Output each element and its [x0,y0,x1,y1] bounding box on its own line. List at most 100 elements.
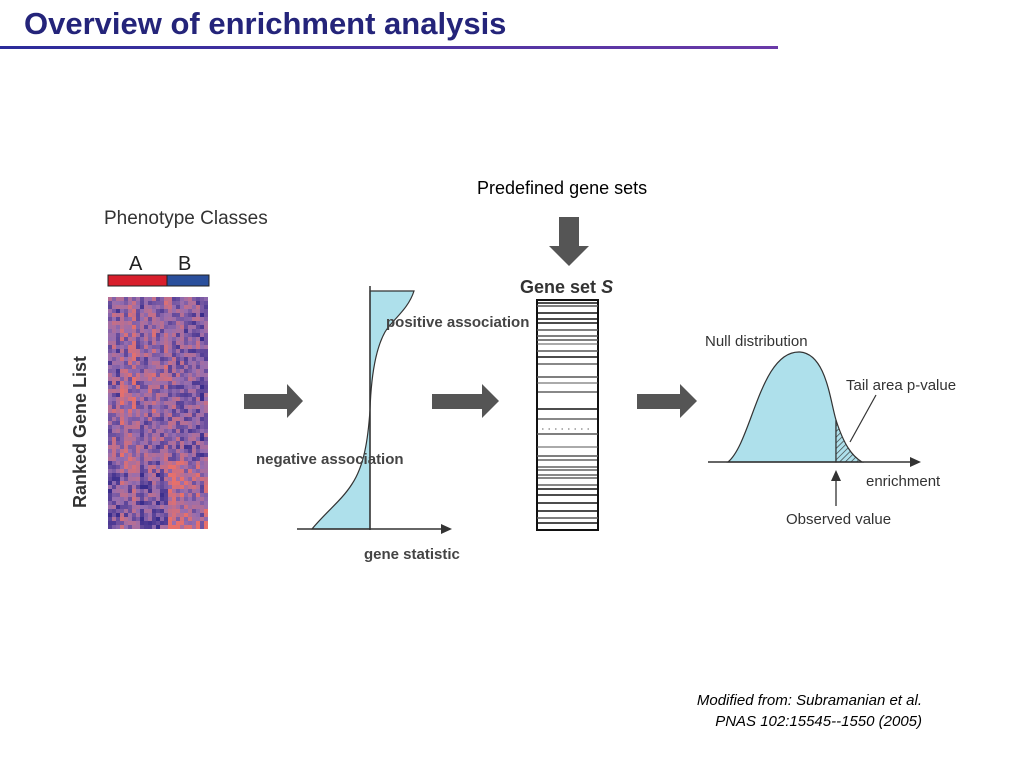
heatmap-cell [188,397,192,401]
heatmap-cell [180,505,184,509]
heatmap-cell [132,397,136,401]
heatmap-cell [192,321,196,325]
heatmap-cell [168,421,172,425]
heatmap-cell [184,509,188,513]
heatmap-cell [196,329,200,333]
heatmap-cell [132,393,136,397]
heatmap-cell [200,477,204,481]
heatmap-cell [200,441,204,445]
heatmap-cell [136,393,140,397]
heatmap-cell [116,305,120,309]
heatmap-cell [160,421,164,425]
heatmap-cell [144,469,148,473]
heatmap-cell [144,329,148,333]
heatmap-cell [172,373,176,377]
heatmap-cell [192,501,196,505]
heatmap-cell [172,385,176,389]
heatmap-cell [120,505,124,509]
heatmap-cell [196,361,200,365]
heatmap-cell [124,425,128,429]
heatmap-cell [204,421,208,425]
heatmap-cell [172,497,176,501]
heatmap-cell [192,301,196,305]
heatmap-cell [172,349,176,353]
heatmap-cell [164,409,168,413]
heatmap-cell [196,297,200,301]
slide-title: Overview of enrichment analysis [24,6,507,41]
heatmap-cell [128,457,132,461]
heatmap-cell [152,409,156,413]
heatmap-cell [160,325,164,329]
heatmap-cell [128,489,132,493]
heatmap-cell [132,421,136,425]
heatmap-cell [108,497,112,501]
heatmap-cell [204,489,208,493]
heatmap-cell [204,517,208,521]
heatmap-cell [148,397,152,401]
heatmap-cell [168,349,172,353]
heatmap-cell [132,497,136,501]
heatmap-cell [128,357,132,361]
heatmap-cell [140,321,144,325]
heatmap-cell [188,417,192,421]
heatmap-cell [164,445,168,449]
heatmap-cell [196,513,200,517]
heatmap-cell [120,453,124,457]
heatmap-cell [124,505,128,509]
heatmap-cell [152,417,156,421]
heatmap-cell [192,489,196,493]
heatmap-cell [188,445,192,449]
heatmap-cell [112,377,116,381]
heatmap-cell [136,333,140,337]
heatmap-cell [160,473,164,477]
heatmap-cell [116,417,120,421]
heatmap-cell [144,481,148,485]
heatmap-cell [116,325,120,329]
heatmap-cell [164,301,168,305]
heatmap-cell [168,401,172,405]
gene-set-label-text: Gene set [520,277,597,297]
heatmap-cell [184,345,188,349]
heatmap-cell [112,401,116,405]
heatmap-cell [116,501,120,505]
heatmap-cell [164,425,168,429]
heatmap-cell [168,509,172,513]
heatmap-cell [184,377,188,381]
heatmap-cell [168,365,172,369]
heatmap-cell [136,421,140,425]
heatmap-cell [160,409,164,413]
positive-association-area [369,290,415,411]
heatmap-cell [160,349,164,353]
heatmap-cell [132,521,136,525]
heatmap-cell [112,505,116,509]
heatmap-cell [108,297,112,301]
heatmap-cell [116,397,120,401]
heatmap-cell [156,321,160,325]
heatmap-cell [136,397,140,401]
heatmap-cell [180,485,184,489]
heatmap-cell [148,405,152,409]
heatmap-cell [108,429,112,433]
heatmap-cell [144,409,148,413]
heatmap-cell [184,433,188,437]
heatmap-cell [180,493,184,497]
heatmap-cell [172,325,176,329]
heatmap-cell [204,397,208,401]
heatmap-cell [180,437,184,441]
heatmap-cell [180,389,184,393]
heatmap-cell [160,497,164,501]
heatmap-cell [116,493,120,497]
heatmap-cell [140,401,144,405]
heatmap-cell [196,373,200,377]
heatmap-cell [188,489,192,493]
heatmap-cell [184,333,188,337]
heatmap-cell [144,393,148,397]
heatmap-cell [144,509,148,513]
heatmap-cell [192,521,196,525]
heatmap-cell [116,365,120,369]
heatmap-cell [120,313,124,317]
heatmap-cell [140,425,144,429]
heatmap-cell [136,341,140,345]
heatmap-cell [168,413,172,417]
heatmap-cell [108,365,112,369]
